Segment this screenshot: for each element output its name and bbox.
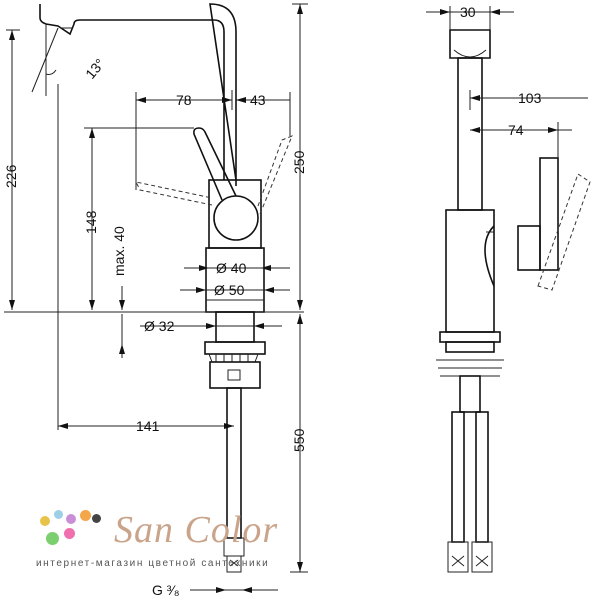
dim-550: 550 (291, 428, 307, 452)
logo-dot-2 (54, 510, 63, 519)
dim-spout-angle: 13° (82, 55, 108, 82)
dim-max-40: max. 40 (111, 226, 127, 276)
logo-dot-7 (92, 514, 101, 523)
dim-side-74: 74 (508, 122, 524, 138)
side-hose-right (475, 411, 489, 543)
watermark-tagline: интернет-магазин цветной сантехники (36, 558, 270, 569)
dim-250: 250 (291, 150, 307, 174)
logo-dot-5 (46, 532, 59, 545)
side-view (436, 29, 591, 573)
dim-dia-32: Ø 32 (144, 318, 175, 334)
dim-43: 43 (250, 92, 266, 108)
lever-alt-position-right (257, 135, 293, 215)
front-dimensions: 226 13° 250 78 43 148 max (3, 3, 308, 598)
logo-dot-4 (80, 510, 91, 521)
faucet-body (208, 179, 262, 249)
side-spout-head (449, 29, 491, 59)
side-hose-left (451, 411, 465, 543)
watermark-brand: San Color (114, 509, 279, 551)
mounting-shank (215, 311, 255, 343)
dim-dia-40: Ø 40 (216, 260, 247, 276)
spout-outline (39, 3, 237, 181)
dim-dia-50: Ø 50 (214, 282, 245, 298)
side-lever (517, 225, 541, 271)
dim-78: 78 (176, 92, 192, 108)
side-dimensions: 30 103 74 (426, 4, 588, 158)
side-lever-alt (537, 173, 591, 291)
dim-226: 226 (3, 164, 19, 188)
lever-handle (193, 127, 259, 241)
side-body (445, 209, 495, 333)
fixing-nut (204, 341, 266, 355)
base-plate (205, 247, 265, 313)
dim-side-103: 103 (518, 90, 542, 106)
dim-thread-g38: G ³⁄₈ (152, 582, 180, 598)
dim-side-30: 30 (460, 4, 476, 20)
lever-alt-position-left (135, 181, 213, 206)
fixing-bracket (209, 361, 261, 389)
dim-141: 141 (136, 418, 160, 434)
watermark-logo: San Color интернет-магазин цветной санте… (36, 508, 336, 578)
logo-dot-3 (66, 514, 76, 524)
logo-dot-6 (64, 528, 75, 539)
logo-dot-1 (40, 516, 50, 526)
front-view (4, 3, 304, 573)
dim-148: 148 (83, 210, 99, 234)
side-spout-column (457, 57, 483, 211)
